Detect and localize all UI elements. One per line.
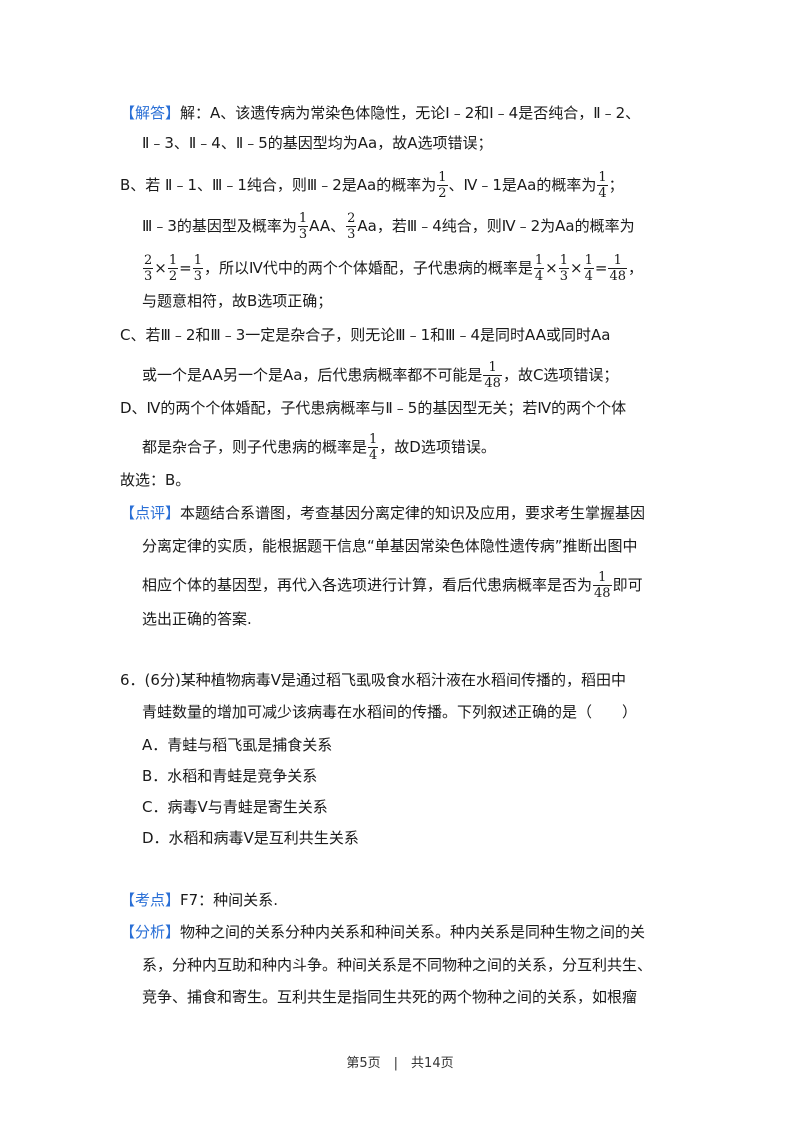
answer-text: 、Ⅳ﹣1是Aa的概率为 — [448, 176, 597, 194]
question-option-c: C．病毒V与青蛙是寄生关系 — [142, 797, 328, 817]
question-option-b: B．水稻和青蛙是竞争关系 — [142, 766, 317, 786]
analysis-text: 系，分种内互助和种内斗争。种间关系是不同物种之间的关系，分互利共生、 — [142, 956, 653, 974]
answer-text: ，故D选项错误。 — [379, 438, 496, 456]
kaodian-line: 【考点】F7：种间关系. — [120, 890, 278, 910]
question-line-2: 青蛙数量的增加可减少该病毒在水稻间的传播。下列叙述正确的是（ ） — [142, 702, 637, 722]
question-text: 6．(6分)某种植物病毒V是通过稻飞虱吸食水稻汁液在水稻间传播的，稻田中 — [120, 671, 627, 689]
answer-text: 故选：B。 — [120, 471, 191, 489]
question-option-d: D．水稻和病毒V是互利共生关系 — [142, 828, 359, 848]
answer-text: 解：A、该遗传病为常染色体隐性，无论Ⅰ﹣2和Ⅰ﹣4是否纯合，Ⅱ﹣2、 — [180, 104, 641, 122]
comment-text: 相应个体的基因型，再代入各选项进行计算，看后代患病概率是否为 — [142, 576, 593, 594]
answer-text: ； — [608, 176, 624, 194]
kaodian-text: F7：种间关系. — [180, 891, 278, 909]
answer-text: 或一个是AA另一个是Aa，后代患病概率都不可能是 — [142, 366, 483, 384]
kaodian-tag: 【考点】 — [120, 891, 181, 909]
question-option-a: A．青蛙与稻飞虱是捕食关系 — [142, 735, 332, 755]
comment-line-2: 分离定律的实质，能根据题干信息“单基因常染色体隐性遗传病”推断出图中 — [142, 536, 638, 556]
answer-text: D、Ⅳ的两个个体婚配，子代患病概率与Ⅱ﹣5的基因型无关；若Ⅳ的两个个体 — [120, 399, 627, 417]
answer-text: B、若 Ⅱ﹣1、Ⅲ﹣1纯合，则Ⅲ﹣2是Aa的概率为 — [120, 176, 437, 194]
answer-text: 都是杂合子，则子代患病的概率是 — [142, 438, 368, 456]
comment-text: 本题结合系谱图，考查基因分离定律的知识及应用，要求考生掌握基因 — [180, 504, 646, 522]
answer-text: 与题意相符，故B选项正确； — [142, 292, 333, 310]
answer-b-line-4: 与题意相符，故B选项正确； — [142, 291, 332, 311]
question-text: 青蛙数量的增加可减少该病毒在水稻间的传播。下列叙述正确的是（ ） — [142, 703, 638, 721]
comment-text: 即可 — [612, 576, 643, 594]
answer-tag: 【解答】 — [120, 104, 181, 122]
answer-text: = — [594, 259, 608, 277]
answer-d-line-1: D、Ⅳ的两个个体婚配，子代患病概率与Ⅱ﹣5的基因型无关；若Ⅳ的两个个体 — [120, 398, 626, 418]
comment-line-1: 【点评】本题结合系谱图，考查基因分离定律的知识及应用，要求考生掌握基因 — [120, 503, 645, 523]
answer-c-line-1: C、若Ⅲ﹣2和Ⅲ﹣3一定是杂合子，则无论Ⅲ﹣1和Ⅲ﹣4是同时AA或同时Aa — [120, 325, 610, 345]
comment-text: 选出正确的答案. — [142, 610, 252, 628]
analysis-line-2: 系，分种内互助和种内斗争。种间关系是不同物种之间的关系，分互利共生、 — [142, 955, 652, 975]
page-footer: 第5页 | 共14页 — [346, 1056, 454, 1071]
question-line-1: 6．(6分)某种植物病毒V是通过稻飞虱吸食水稻汁液在水稻间传播的，稻田中 — [120, 670, 626, 690]
answer-line-2: Ⅱ﹣3、Ⅱ﹣4、Ⅱ﹣5的基因型均为Aa，故A选项错误； — [142, 133, 493, 153]
option-text: D．水稻和病毒V是互利共生关系 — [142, 829, 359, 847]
answer-text: × — [154, 259, 167, 277]
answer-text: AA、 — [309, 217, 346, 235]
option-text: C．病毒V与青蛙是寄生关系 — [142, 798, 328, 816]
comment-tag: 【点评】 — [120, 504, 181, 522]
analysis-line-1: 【分析】物种之间的关系分种内关系和种间关系。种内关系是同种生物之间的关 — [120, 922, 645, 942]
answer-text: Ⅱ﹣3、Ⅱ﹣4、Ⅱ﹣5的基因型均为Aa，故A选项错误； — [142, 134, 493, 152]
answer-text: ，故C选项错误； — [502, 366, 619, 384]
analysis-tag: 【分析】 — [120, 923, 181, 941]
comment-line-4: 选出正确的答案. — [142, 609, 252, 629]
answer-text: × — [545, 259, 558, 277]
answer-text: ， — [627, 259, 643, 277]
option-text: A．青蛙与稻飞虱是捕食关系 — [142, 736, 333, 754]
answer-text: × — [570, 259, 583, 277]
answer-text: ，所以Ⅳ代中的两个个体婚配，子代患病的概率是 — [204, 259, 533, 277]
answer-line-1: 【解答】解：A、该遗传病为常染色体隐性，无论Ⅰ﹣2和Ⅰ﹣4是否纯合，Ⅱ﹣2、 — [120, 103, 640, 123]
analysis-text: 物种之间的关系分种内关系和种间关系。种内关系是同种生物之间的关 — [180, 923, 646, 941]
answer-text: Aa，若Ⅲ﹣4纯合，则Ⅳ﹣2为Aa的概率为 — [357, 217, 635, 235]
answer-text: Ⅲ﹣3的基因型及概率为 — [142, 217, 297, 235]
answer-text: C、若Ⅲ﹣2和Ⅲ﹣3一定是杂合子，则无论Ⅲ﹣1和Ⅲ﹣4是同时AA或同时Aa — [120, 326, 611, 344]
answer-select: 故选：B。 — [120, 470, 190, 490]
analysis-text: 竞争、捕食和寄生。互利共生是指同生共死的两个物种之间的关系，如根瘤 — [142, 988, 638, 1006]
comment-text: 分离定律的实质，能根据题干信息“单基因常染色体隐性遗传病”推断出图中 — [142, 537, 638, 555]
analysis-line-3: 竞争、捕食和寄生。互利共生是指同生共死的两个物种之间的关系，如根瘤 — [142, 987, 637, 1007]
answer-text: = — [179, 259, 192, 277]
option-text: B．水稻和青蛙是竞争关系 — [142, 767, 318, 785]
